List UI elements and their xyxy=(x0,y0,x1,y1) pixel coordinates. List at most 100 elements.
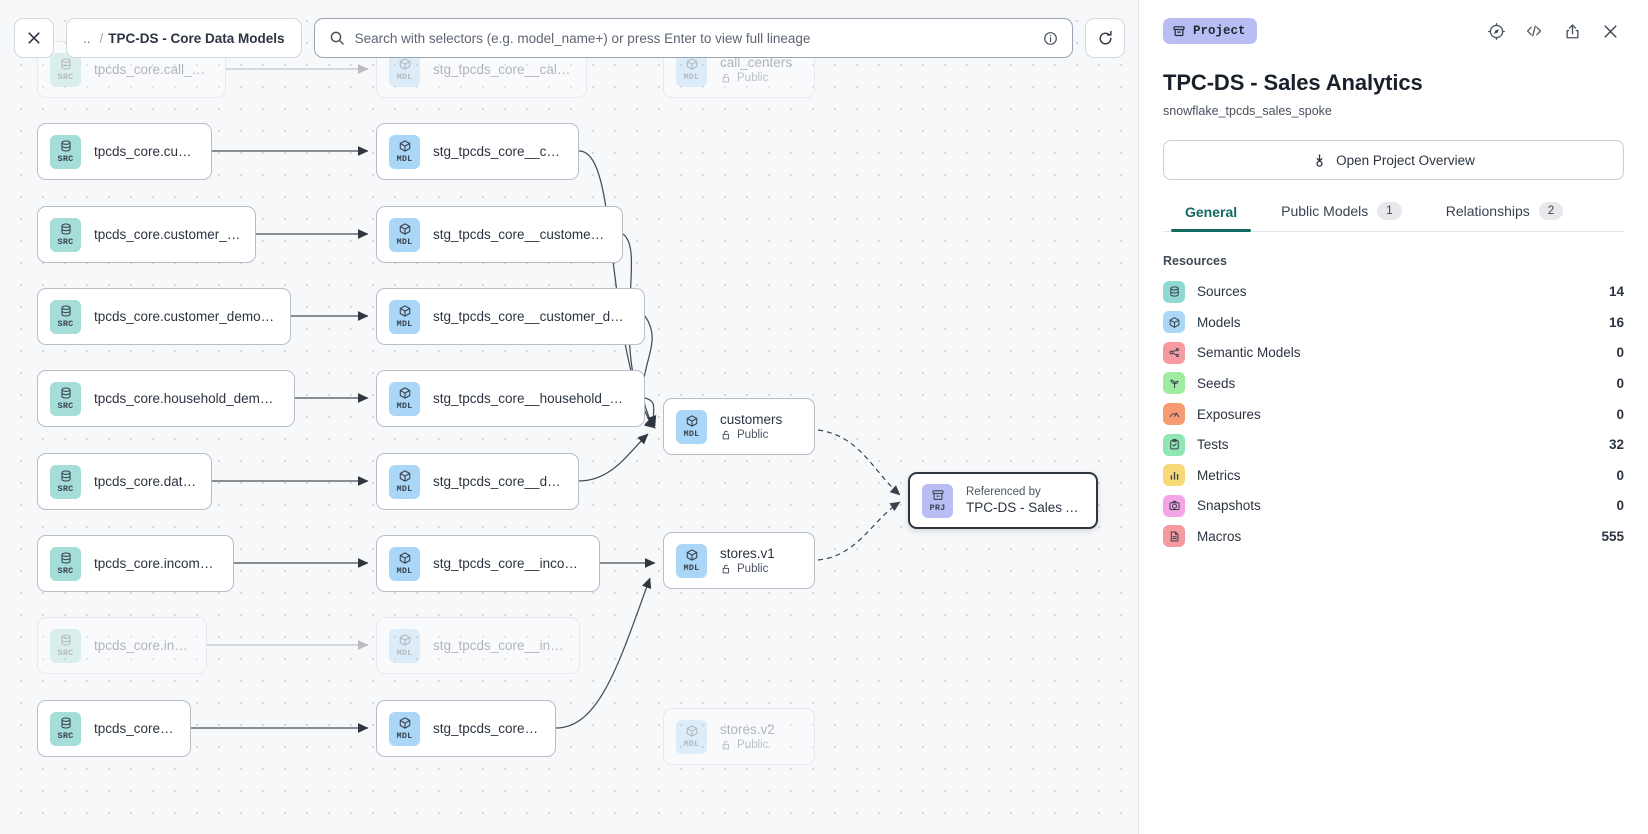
resource-icon-wrap xyxy=(1163,311,1185,334)
node-text: tpcds_core.date_dim xyxy=(94,474,197,489)
badge-label: MDL xyxy=(396,731,413,741)
cube-icon xyxy=(399,140,410,152)
close-lineage-button[interactable] xyxy=(14,18,54,58)
badge-label: MDL xyxy=(396,154,413,164)
node-title: customers xyxy=(720,412,783,427)
info-icon[interactable] xyxy=(1043,31,1058,46)
breadcrumb[interactable]: .. / TPC-DS - Core Data Models xyxy=(66,18,302,58)
node-type-badge-mdl: MDL xyxy=(389,546,420,581)
explore-compass-icon[interactable] xyxy=(1482,17,1510,45)
resource-label: Exposures xyxy=(1197,406,1261,422)
badge-label: SRC xyxy=(57,72,74,82)
node-type-badge-src: SRC xyxy=(50,546,81,581)
project-chip-label: Project xyxy=(1193,24,1246,38)
node-text: tpcds_core.household_demographics xyxy=(94,391,280,406)
node-type-badge-src: SRC xyxy=(50,134,81,169)
cube-icon xyxy=(686,725,697,737)
project-type-chip[interactable]: Project xyxy=(1163,18,1257,44)
badge-label: MDL xyxy=(396,72,413,82)
search-input[interactable] xyxy=(354,30,1033,46)
cube-icon xyxy=(399,305,410,317)
node-type-badge-mdl: MDL xyxy=(389,52,420,87)
code-icon[interactable] xyxy=(1520,17,1548,45)
lineage-canvas[interactable]: SRCtpcds_core.call_centerSRCtpcds_core.c… xyxy=(0,0,1139,834)
tab-label: Public Models xyxy=(1281,203,1369,220)
lineage-node-mdl_customer[interactable]: MDL stg_tpcds_core__customer xyxy=(376,123,579,180)
node-title: tpcds_core.customer_demographics xyxy=(94,309,276,324)
lineage-node-mdl_hh_demo[interactable]: MDLstg_tpcds_core__household_demogr… xyxy=(376,370,645,427)
lineage-node-mdl_cust_demo[interactable]: MDLstg_tpcds_core__customer_demogra… xyxy=(376,288,645,345)
badge-glyph xyxy=(931,488,945,502)
tab-label: General xyxy=(1185,204,1238,221)
badge-glyph xyxy=(59,469,73,483)
node-text: stg_tpcds_core__customer xyxy=(433,144,564,159)
node-title: stg_tpcds_core__customer xyxy=(433,144,564,159)
share-icon[interactable] xyxy=(1558,17,1586,45)
cube-icon xyxy=(399,223,410,235)
lineage-node-src_customer_addr[interactable]: SRC tpcds_core.customer_address xyxy=(37,206,256,263)
badge-glyph xyxy=(398,139,412,153)
tab-general[interactable]: General xyxy=(1163,204,1259,233)
cube-icon xyxy=(399,387,410,399)
node-type-badge-mdl: MDL xyxy=(676,52,707,87)
refresh-button[interactable] xyxy=(1085,18,1125,58)
cube-icon xyxy=(1169,316,1179,328)
resource-label: Semantic Models xyxy=(1197,345,1301,361)
open-project-overview-label: Open Project Overview xyxy=(1336,152,1475,168)
node-type-badge-src: SRC xyxy=(50,217,81,252)
node-title: stg_tpcds_core__customer_address xyxy=(433,227,608,242)
resource-icon-wrap xyxy=(1163,372,1185,395)
node-type-badge-src: SRC xyxy=(50,711,81,746)
badge-label: MDL xyxy=(396,484,413,494)
node-type-badge-mdl: MDL xyxy=(676,719,707,754)
node-type-badge-mdl: MDL xyxy=(389,711,420,746)
search-box[interactable] xyxy=(313,18,1073,58)
breadcrumb-parent: .. xyxy=(83,30,91,46)
node-title: tpcds_core.customer_address xyxy=(94,227,241,242)
badge-label: SRC xyxy=(57,648,74,658)
badge-glyph xyxy=(59,57,73,71)
open-project-overview-button[interactable]: Open Project Overview xyxy=(1163,140,1624,180)
badge-label: MDL xyxy=(396,566,413,576)
close-panel-icon[interactable] xyxy=(1596,17,1624,45)
node-title: stg_tpcds_core__call_center xyxy=(433,62,572,77)
resource-label: Tests xyxy=(1197,437,1229,453)
node-type-badge-mdl: MDL xyxy=(389,134,420,169)
download-target-icon xyxy=(1316,153,1323,167)
resources-heading: Resources xyxy=(1163,254,1227,269)
node-type-badge-mdl: MDL xyxy=(389,381,420,416)
node-kicker: Referenced by xyxy=(966,486,1041,498)
badge-glyph xyxy=(59,551,73,565)
